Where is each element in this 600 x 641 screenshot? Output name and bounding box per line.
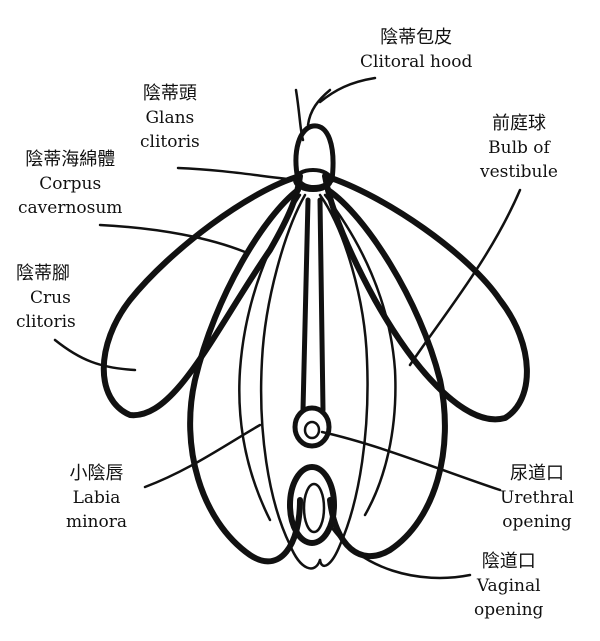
leader-glans-clitoris (176, 166, 302, 182)
bulb-of-vestibule-en-2: vestibule (480, 162, 558, 182)
bulb-of-vestibule-en-1: Bulb of (488, 138, 550, 158)
vaginal-opening-inner (302, 482, 326, 534)
label-glans-clitoris: 陰蒂頭 Glans clitoris (140, 82, 200, 154)
right-corpus-line (323, 193, 397, 517)
leader-bulb-of-vestibule (408, 188, 522, 367)
leader-vaginal-opening (328, 523, 472, 580)
glans-clitoris-en-1: Glans (145, 108, 195, 128)
corpus-cavernosum-en-1: Corpus (39, 174, 102, 194)
left-labia-shape (259, 193, 322, 570)
vaginal-opening-shape (287, 464, 337, 546)
labia-minora-en-1: Labia (72, 488, 121, 508)
labia-minora-zh: 小陰唇 (69, 463, 124, 484)
vaginal-opening-en-1: Vaginal (476, 576, 541, 596)
crus-clitoris-en-2: clitoris (16, 312, 76, 332)
leader-crus-clitoris (53, 338, 137, 372)
vaginal-opening-zh: 陰道口 (481, 551, 536, 572)
clitoral-hood-zh: 陰蒂包皮 (380, 27, 453, 48)
vestibule-line-left (300, 197, 311, 413)
vestibule-line-right (317, 197, 326, 413)
vaginal-opening-en-2: opening (474, 600, 544, 620)
clitoral-hood-en: Clitoral hood (360, 52, 473, 72)
glans-clitoris-en-2: clitoris (140, 132, 200, 152)
leader-urethral-opening (320, 430, 502, 492)
right-crus-shape (322, 173, 530, 423)
label-urethral-opening: 尿道口 Urethral opening (500, 462, 574, 534)
left-corpus-line (238, 193, 302, 522)
urethral-opening-shape (292, 405, 332, 449)
left-bulb-shape (187, 187, 303, 565)
label-vaginal-opening: 陰道口 Vaginal opening (474, 550, 543, 622)
labia-minora-en-2: minora (66, 512, 128, 532)
crus-clitoris-en-1: Crus (30, 288, 71, 308)
crus-clitoris-zh: 陰蒂腳 (16, 263, 70, 284)
hood-fold-right (306, 88, 332, 127)
leader-corpus-cavernosum (98, 223, 247, 254)
bulb-of-vestibule-zh: 前庭球 (492, 113, 546, 134)
glans-clitoris-zh: 陰蒂頭 (142, 83, 197, 104)
leader-labia-minora (143, 423, 262, 489)
label-bulb-of-vestibule: 前庭球 Bulb of vestibule (480, 112, 558, 184)
corpus-cavernosum-zh: 陰蒂海綿體 (25, 149, 116, 170)
label-labia-minora: 小陰唇 Labia minora (66, 462, 127, 534)
urethral-opening-inner (303, 420, 321, 440)
label-corpus-cavernosum: 陰蒂海綿體 Corpus cavernosum (18, 148, 122, 220)
urethral-opening-en-2: opening (502, 512, 572, 532)
label-crus-clitoris: 陰蒂腳 Crus clitoris (16, 262, 76, 334)
clitoral-hood-shape (293, 123, 336, 190)
leader-clitoral-hood (318, 76, 377, 104)
urethral-opening-zh: 尿道口 (510, 463, 564, 484)
right-labia-shape (318, 193, 369, 568)
urethral-opening-en-1: Urethral (500, 488, 574, 508)
corpus-cavernosum-en-2: cavernosum (18, 198, 123, 218)
hood-fold-left (294, 88, 305, 142)
label-clitoral-hood: 陰蒂包皮 Clitoral hood (360, 26, 472, 74)
